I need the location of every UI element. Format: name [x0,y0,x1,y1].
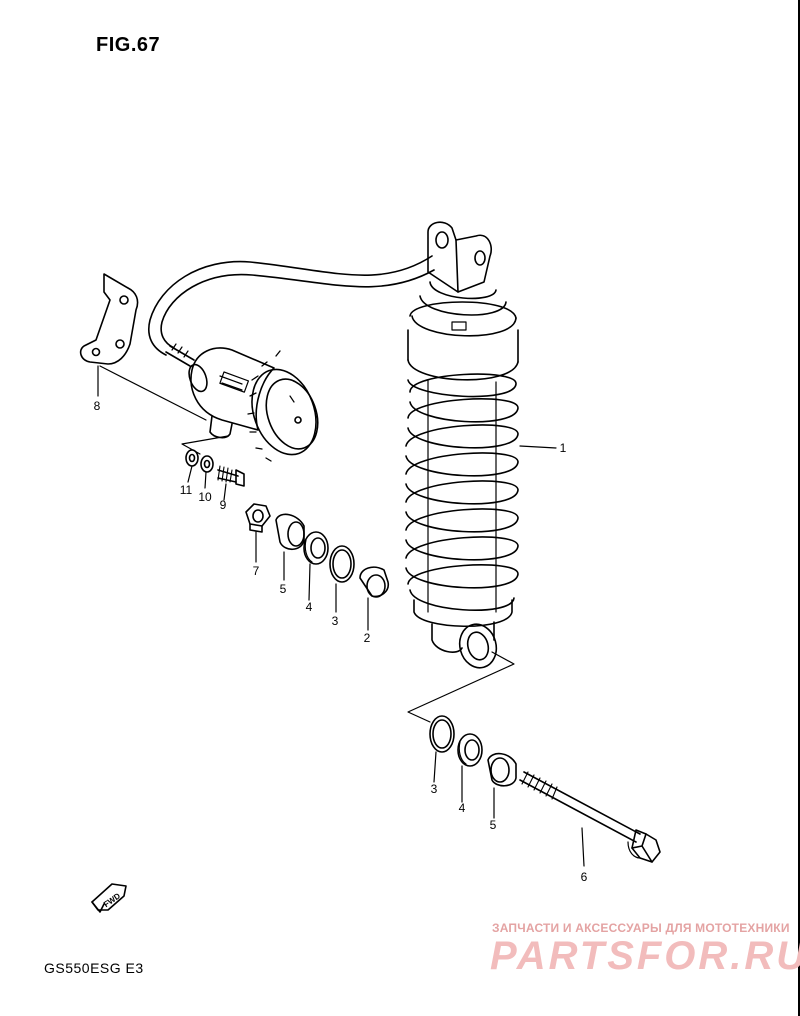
coil-spring [405,373,519,611]
washer-part-10 [200,455,214,473]
model-code: GS550ESG E3 [44,960,144,976]
callout-9: 9 [219,498,227,512]
nut-part-7 [245,503,271,533]
seal-ring-part-3-upper [329,545,355,583]
callout-4-lower: 4 [458,801,466,815]
bearing-part-4-lower [457,733,483,767]
callout-10: 10 [198,490,212,504]
bearing-part-4-upper [303,531,329,565]
rear-shock-absorber-part-1 [405,221,519,669]
callout-2: 2 [363,631,371,645]
reservoir-canister [188,347,275,439]
callout-8: 8 [93,399,101,413]
bolt-part-6 [519,771,661,863]
leader-lines [97,365,585,867]
washer-part-11 [185,449,199,467]
fwd-arrow-icon: FWD [91,883,127,913]
bolt-part-9 [217,465,245,487]
assembly-guide-lines [99,365,515,723]
callout-3-upper: 3 [331,614,339,628]
callout-3-lower: 3 [430,782,438,796]
reservoir-knob [247,350,319,462]
watermark-brand: PARTSFOR.RU [490,934,800,978]
leader-line-1 [519,445,557,449]
callout-4-upper: 4 [305,600,313,614]
reservoir-hose [148,255,435,367]
seal-ring-part-3-lower [429,715,455,753]
reservoir-bracket-part-8 [79,273,139,365]
frame-edge [798,0,800,1016]
bushing-part-5-lower [487,752,517,787]
callout-5-lower: 5 [489,818,497,832]
callout-1: 1 [559,441,567,455]
callout-11: 11 [179,483,193,497]
spacer-part-2 [359,566,390,598]
callout-5-upper: 5 [279,582,287,596]
bushing-part-5-upper [275,513,305,551]
watermark-tagline: ЗАПЧАСТИ И АКСЕССУАРЫ ДЛЯ МОТОТЕХНИКИ [492,921,790,935]
figure-title: FIG.67 [96,34,161,56]
callout-6: 6 [580,870,588,884]
callout-7: 7 [252,564,260,578]
